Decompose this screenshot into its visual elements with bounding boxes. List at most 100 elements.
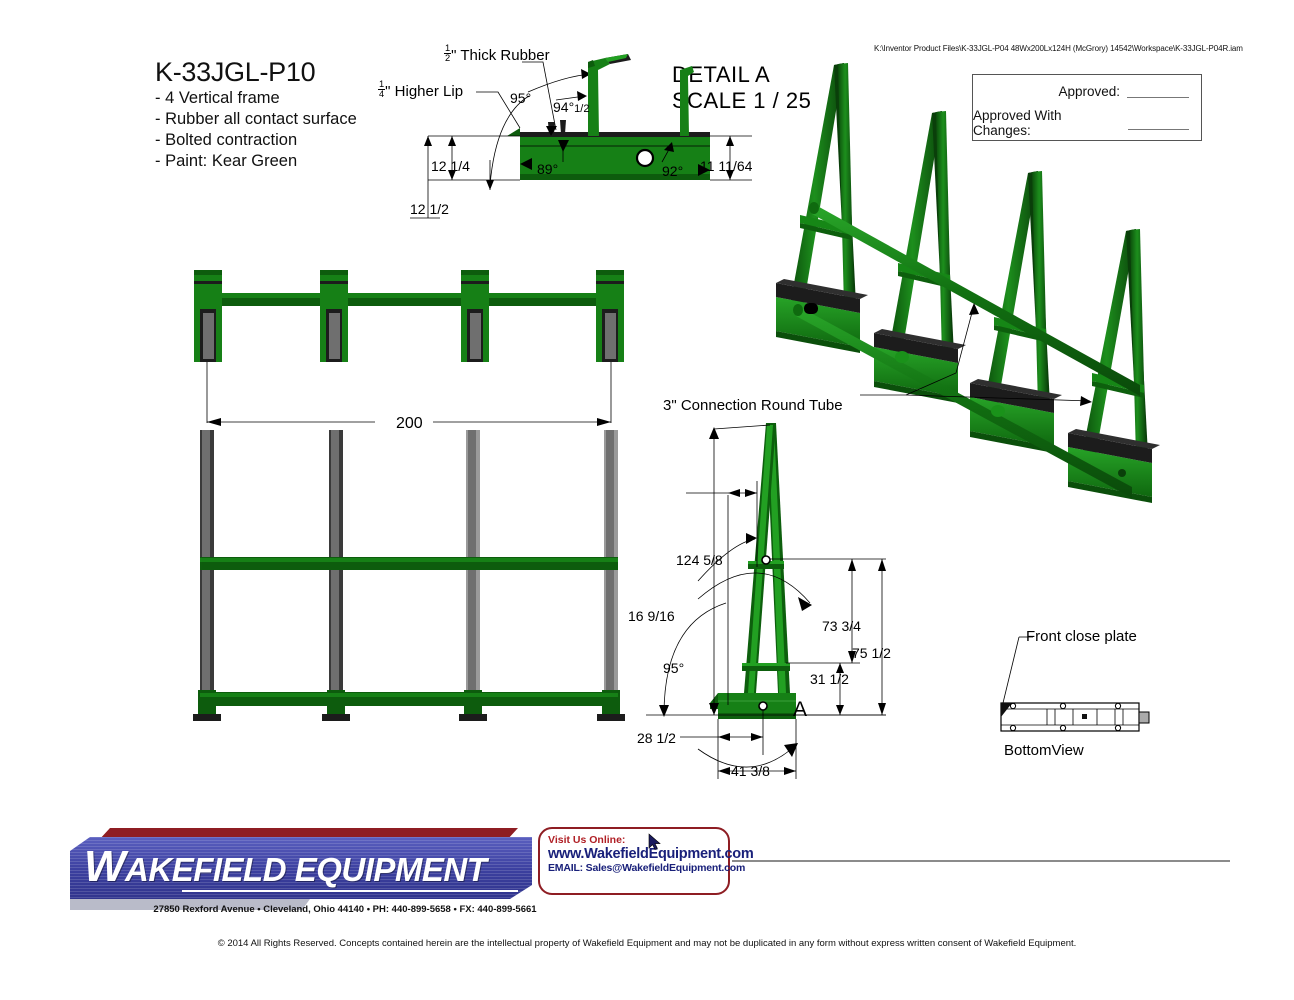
arrow-73-top: [848, 559, 856, 571]
arc-side-middle: [697, 572, 811, 604]
callout-front-close-plate: Front close plate: [1026, 628, 1137, 645]
arrow-width-left: [520, 158, 532, 170]
arrow-right-bottom: [726, 170, 734, 180]
arrow-124-top: [709, 427, 719, 439]
dim-side-124-5-8: 124 5/8: [676, 552, 723, 568]
dim-side-angle-95: 95°: [663, 660, 685, 676]
arrow-75-top: [878, 559, 886, 571]
front-post-2: [322, 430, 350, 721]
approved-label: Approved:: [1058, 83, 1120, 99]
email-address[interactable]: EMAIL: Sales@WakefieldEquipment.com: [548, 862, 746, 874]
dim-overall-length-200: 200: [396, 415, 423, 432]
detail-upright-right: [680, 66, 694, 136]
arrow-16-right: [745, 489, 757, 497]
website-url[interactable]: www.WakefieldEquipment.com: [548, 846, 754, 862]
dim-detail-12-1-4: 12 1/4: [431, 158, 470, 174]
dim-detail-12-1-2: 12 1/2: [410, 201, 449, 217]
leader-tube-branch-1: [905, 304, 975, 396]
contact-box: Visit Us Online: www.WakefieldEquipment.…: [538, 827, 754, 895]
side-aframe: [710, 423, 796, 719]
copyright-notice: © 2014 All Rights Reserved. Concepts con…: [217, 938, 1077, 949]
logo-address: 27850 Rexford Avenue • Cleveland, Ohio 4…: [153, 904, 537, 915]
bottom-hole-1: [1009, 702, 1017, 710]
bottom-hole-4: [1009, 724, 1017, 732]
approved-with-changes-label: Approved With Changes:: [973, 108, 1062, 138]
ext-124-top: [713, 424, 771, 430]
detail-base-shadow: [520, 174, 710, 180]
front-rail-lower-hl: [200, 693, 618, 697]
spec-line-paint: - Paint: Kear Green: [155, 151, 298, 170]
arrow-12-1-4-top: [448, 136, 456, 146]
wakefield-logo: WAKEFIELD EQUIPMENT 27850 Rexford Avenue…: [62, 828, 537, 920]
detail-upright-hooked: [588, 58, 610, 136]
detail-rubber-strip: [520, 132, 710, 137]
approved-with-changes-signature-line[interactable]: [1127, 116, 1189, 130]
arrow-200-right: [597, 418, 611, 426]
detail-hook-lip-top: [605, 54, 628, 62]
plan-view-bases: [194, 270, 624, 362]
arrow-31-bottom: [836, 705, 844, 715]
arrow-95: [486, 180, 494, 190]
plan-base-3: [461, 270, 489, 362]
part-number: K-33JGL-P10: [155, 57, 316, 87]
bottom-view-caption: BottomView: [1004, 742, 1084, 759]
arc-dim-upper: [527, 73, 592, 93]
arc-side-base: [697, 744, 797, 768]
file-path-label: K:\Inventor Product Files\K-33JGL-P04 48…: [874, 44, 1243, 53]
arrow-16-left: [728, 489, 740, 497]
plan-view-drawing: [193, 270, 625, 721]
arrow-right-top: [726, 136, 734, 146]
section-marker-a: A: [793, 698, 808, 721]
bottom-hole-6: [1114, 724, 1122, 732]
arrow-side-middle: [798, 597, 812, 611]
approved-row: Approved:: [973, 75, 1201, 107]
arrow-side-base: [784, 743, 798, 757]
detail-base-chamfer: [507, 128, 520, 136]
leader-tube-branch-2: [905, 394, 1091, 402]
leader-higher-lip: [476, 91, 521, 129]
logo-underline: [182, 890, 518, 892]
iso-tube-upper-end: [809, 202, 819, 214]
iso-tube-lower-end: [793, 304, 803, 316]
arrow-side-upper: [746, 533, 757, 544]
arrow-92: [664, 142, 674, 152]
dim-detail-angle-95: 95°: [510, 90, 532, 106]
arrow-lip-2: [558, 140, 569, 152]
dim-side-28-1-2: 28 1/2: [637, 730, 676, 746]
arrow-200-left: [207, 418, 221, 426]
approval-box: Approved: Approved With Changes:: [972, 74, 1202, 141]
spec-line-rubber-surface: - Rubber all contact surface: [155, 109, 357, 128]
bottom-center-mark: [1082, 714, 1087, 719]
leader-front-close-plate: [1002, 636, 1020, 704]
logo-blue-banner: [70, 837, 532, 899]
bottom-view-drawing: [1000, 636, 1150, 732]
plan-tube-highlight: [203, 293, 615, 298]
leader-thick-rubber: [522, 61, 557, 131]
arrow-tube-branch-2: [1080, 396, 1092, 406]
iso-stub-1: [804, 303, 818, 314]
logo-company-initial: W: [84, 842, 126, 891]
iso-tube-lower: [796, 305, 1132, 498]
dim-detail-angle-89: 89°: [537, 161, 559, 177]
bottom-front-close-plate: [1001, 703, 1012, 717]
arrow-31-top: [836, 663, 844, 673]
approved-with-changes-row: Approved With Changes:: [973, 107, 1201, 139]
footer-divider-rule: [732, 860, 1230, 862]
plan-base-1: [194, 270, 222, 362]
front-post-1: [193, 430, 221, 721]
bottom-hole-2: [1059, 702, 1067, 710]
dim-side-31-1-2: 31 1/2: [810, 671, 849, 687]
front-elevation: [193, 430, 625, 721]
arrow-41-left: [718, 767, 730, 775]
iso-tube-upper: [812, 203, 1140, 396]
arrow-upper2: [577, 91, 587, 101]
dim-side-41-3-8: 41 3/8: [731, 763, 770, 779]
dim-side-16-9-16: 16 9/16: [628, 608, 675, 624]
approved-signature-line[interactable]: [1127, 84, 1189, 98]
arrow-95-side: [659, 705, 669, 717]
leader-angle-95: [489, 95, 530, 186]
dim-detail-11-11-64: 11 11/64: [700, 158, 753, 174]
detail-bolt-hole: [635, 148, 655, 168]
